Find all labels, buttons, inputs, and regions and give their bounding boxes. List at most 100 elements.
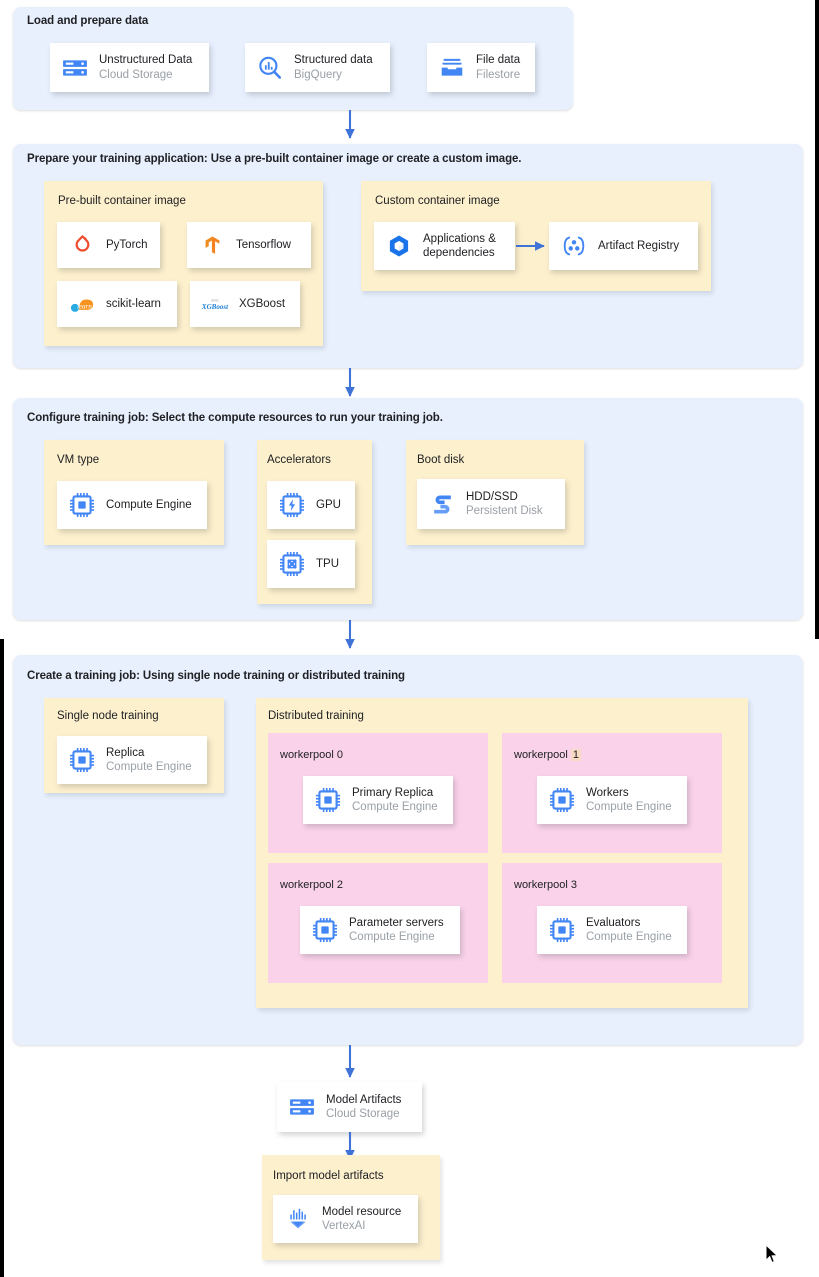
card-artifact-registry[interactable]: Artifact Registry	[549, 222, 698, 270]
viewport-edge-right	[815, 0, 819, 639]
card-evaluators[interactable]: Evaluators Compute Engine	[537, 906, 687, 954]
pool-title-workerpool-1: workerpool 1	[514, 749, 581, 761]
bigquery-icon	[255, 53, 285, 83]
stage-title-configure: Configure training job: Select the compu…	[27, 412, 443, 424]
card-hdd-ssd[interactable]: HDD/SSD Persistent Disk	[417, 479, 565, 529]
card-title: File data	[476, 54, 521, 67]
card-structured-data[interactable]: Structured data BigQuery	[245, 43, 390, 92]
arrow-create-to-artifacts	[345, 1045, 355, 1078]
group-title-single-node: Single node training	[57, 710, 159, 722]
card-pytorch[interactable]: PyTorch	[57, 222, 160, 268]
card-compute-engine-vm[interactable]: Compute Engine	[57, 481, 207, 529]
card-subtitle: Compute Engine	[106, 761, 192, 773]
card-gpu[interactable]: GPU	[267, 481, 355, 529]
vertex-ai-icon	[283, 1204, 313, 1234]
container-icon	[384, 231, 414, 261]
arrow-configure-to-create	[345, 620, 355, 649]
arrow-prepare-to-configure	[345, 368, 355, 397]
cpu-chip-icon	[67, 490, 97, 520]
card-title: Replica	[106, 746, 145, 759]
card-model-artifacts[interactable]: Model Artifacts Cloud Storage	[277, 1082, 422, 1132]
arrow-applications-to-registry	[516, 241, 545, 251]
pool-title-workerpool-2: workerpool 2	[280, 879, 343, 891]
cpu-chip-icon	[547, 915, 577, 945]
viewport-edge-left	[0, 639, 4, 1277]
persistent-disk-icon	[427, 489, 457, 519]
card-title: Workers	[586, 786, 629, 799]
card-title: GPU	[316, 498, 341, 511]
cpu-chip-icon	[313, 785, 343, 815]
card-subtitle: Compute Engine	[349, 931, 435, 943]
group-title-pre-built: Pre-built container image	[58, 195, 186, 207]
card-subtitle: Cloud Storage	[326, 1108, 400, 1120]
card-title: PyTorch	[106, 238, 148, 251]
card-tensorflow[interactable]: Tensorflow	[187, 222, 311, 268]
card-subtitle: Compute Engine	[352, 801, 438, 813]
card-model-resource[interactable]: Model resource VertexAI	[273, 1195, 418, 1243]
cloud-storage-icon	[287, 1092, 317, 1122]
stage-title-load: Load and prepare data	[27, 15, 149, 27]
pool-label: workerpool	[514, 879, 568, 891]
pool-label: workerpool	[514, 749, 568, 761]
pool-index: 0	[336, 749, 343, 761]
card-primary-replica[interactable]: Primary Replica Compute Engine	[303, 776, 453, 824]
pool-index-selected[interactable]: 1	[570, 749, 581, 761]
card-title: Parameter servers	[349, 916, 444, 929]
xgboost-icon	[200, 289, 230, 319]
arrow-load-to-prepare	[345, 110, 355, 139]
card-subtitle: Persistent Disk	[466, 505, 543, 517]
card-title: Evaluators	[586, 916, 641, 929]
tpu-chip-icon	[277, 549, 307, 579]
artifact-registry-icon	[559, 231, 589, 261]
card-replica[interactable]: Replica Compute Engine	[57, 736, 207, 784]
pool-label: workerpool	[280, 749, 334, 761]
cpu-chip-icon	[547, 785, 577, 815]
card-title: XGBoost	[239, 297, 286, 310]
group-title-boot-disk: Boot disk	[417, 454, 465, 466]
card-title: scikit-learn	[106, 297, 161, 310]
card-tpu[interactable]: TPU	[267, 540, 355, 588]
card-subtitle: Compute Engine	[586, 801, 672, 813]
card-unstructured-data[interactable]: Unstructured Data Cloud Storage	[50, 43, 209, 92]
cloud-storage-icon	[60, 53, 90, 83]
scikit-learn-icon	[67, 289, 97, 319]
card-title-line2: dependencies	[423, 247, 495, 259]
group-title-custom: Custom container image	[375, 195, 500, 207]
card-subtitle: Compute Engine	[586, 931, 672, 943]
card-title: Model Artifacts	[326, 1093, 402, 1106]
pool-title-workerpool-3: workerpool 3	[514, 879, 577, 891]
card-workers[interactable]: Workers Compute Engine	[537, 776, 687, 824]
card-parameter-servers[interactable]: Parameter servers Compute Engine	[300, 906, 460, 954]
card-title: Unstructured Data	[99, 54, 193, 67]
card-subtitle: Filestore	[476, 68, 521, 81]
tensorflow-icon	[197, 230, 227, 260]
card-title: Tensorflow	[236, 238, 291, 251]
pool-index: 2	[336, 879, 343, 891]
card-subtitle: Cloud Storage	[99, 68, 173, 81]
card-file-data[interactable]: File data Filestore	[427, 43, 535, 92]
group-title-accelerators: Accelerators	[267, 454, 331, 466]
filestore-icon	[437, 53, 467, 83]
stage-title-create: Create a training job: Using single node…	[27, 670, 405, 682]
group-title-import-model-artifacts: Import model artifacts	[273, 1170, 384, 1182]
cpu-chip-icon	[67, 745, 97, 775]
mouse-cursor	[765, 1244, 779, 1264]
card-title: Applications &	[423, 232, 496, 245]
card-xgboost[interactable]: XGBoost	[190, 281, 300, 327]
group-title-distributed: Distributed training	[268, 710, 364, 722]
arrow-artifacts-to-import	[345, 1132, 355, 1160]
card-title: HDD/SSD	[466, 490, 518, 503]
pool-index: 3	[570, 879, 577, 891]
card-applications-dependencies[interactable]: Applications & dependencies	[374, 222, 515, 270]
card-title: Compute Engine	[106, 498, 192, 511]
stage-title-prepare: Prepare your training application: Use a…	[27, 153, 522, 165]
pool-title-workerpool-0: workerpool 0	[280, 749, 343, 761]
card-subtitle: BigQuery	[294, 68, 342, 81]
card-subtitle: VertexAI	[322, 1220, 366, 1232]
card-scikit-learn[interactable]: scikit-learn	[57, 281, 177, 327]
cpu-chip-icon	[310, 915, 340, 945]
card-title: Model resource	[322, 1205, 402, 1218]
card-title: Primary Replica	[352, 786, 434, 799]
card-title: TPU	[316, 557, 339, 570]
